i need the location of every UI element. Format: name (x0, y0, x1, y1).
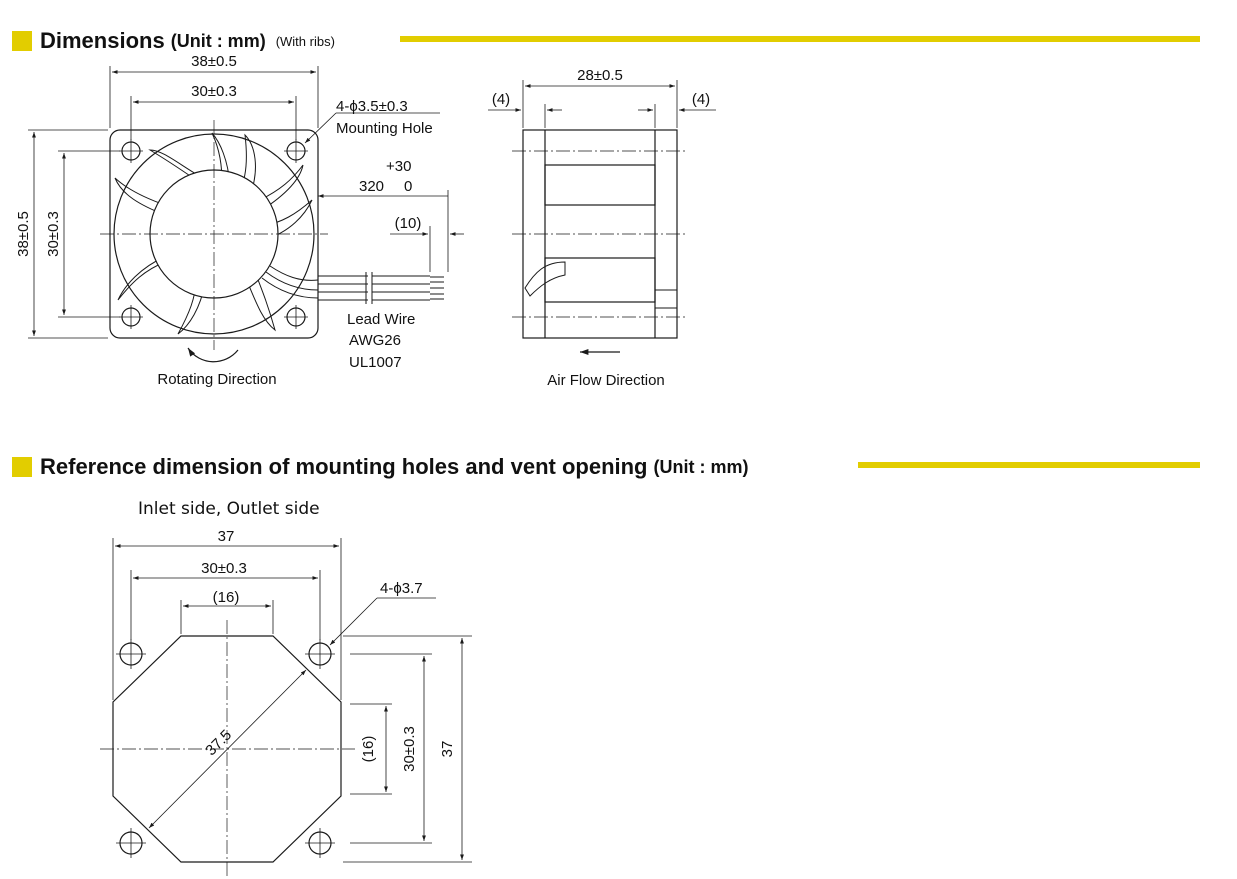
lead-awg-label: AWG26 (349, 332, 401, 349)
diagonal-dimension (148, 669, 307, 829)
rotation-arrow-icon (187, 347, 239, 363)
section-dimensions-header: Dimensions (Unit : mm) (With ribs) (12, 28, 335, 54)
section-reference-rule (858, 462, 1200, 468)
front-height-pitch-label: 30±0.3 (45, 211, 62, 257)
side-rib-right-label: (4) (692, 91, 710, 108)
section-dimensions-note: (With ribs) (275, 33, 335, 49)
fan-blades (114, 132, 313, 335)
ref-height-inner-label: (16) (360, 736, 377, 763)
side-dimensions (488, 80, 716, 128)
section-dimensions-title: Dimensions (40, 28, 165, 53)
front-labels: 38±0.5 30±0.3 38±0.5 30±0.3 4-ϕ3.5±0.3 M… (15, 53, 433, 388)
front-height-outer-label: 38±0.5 (15, 211, 32, 257)
airflow-direction-label: Air Flow Direction (547, 372, 665, 389)
front-dimensions (28, 66, 464, 339)
front-width-outer-label: 38±0.5 (191, 53, 237, 70)
side-depth-label: 28±0.5 (577, 67, 623, 84)
side-labels: 28±0.5 (4) (4) Air Flow Direction (492, 67, 710, 389)
strip-length-label: (10) (395, 215, 422, 232)
ref-width-outer-label: 37 (218, 528, 235, 545)
section-marker-icon (12, 457, 32, 477)
lead-tolerance-minus-label: 0 (404, 178, 412, 195)
lead-length-label: 320 (359, 178, 384, 195)
side-housing-bottom (544, 257, 656, 303)
front-view (28, 66, 464, 363)
reference-dimensions (112, 538, 472, 863)
lead-wire-label: Lead Wire (347, 311, 415, 328)
centerlines (100, 120, 328, 350)
ref-width-inner-label: (16) (213, 589, 240, 606)
side-housing-top (544, 164, 656, 206)
reference-labels: 37 30±0.3 (16) 4-ϕ3.7 37.5 (16) 30±0.3 3… (201, 528, 456, 772)
front-width-pitch-label: 30±0.3 (191, 83, 237, 100)
lead-ul-label: UL1007 (349, 354, 402, 371)
lead-wires (261, 265, 444, 304)
section-reference-title: Reference dimension of mounting holes an… (40, 454, 648, 479)
front-hole-name-label: Mounting Hole (336, 120, 433, 137)
ref-hole-spec-label: 4-ϕ3.7 (380, 580, 423, 597)
reference-view (100, 538, 472, 879)
lead-tolerance-plus-label: +30 (386, 158, 411, 175)
ref-height-pitch-label: 30±0.3 (401, 726, 418, 772)
side-centerlines (512, 150, 688, 318)
section-reference-header: Reference dimension of mounting holes an… (12, 454, 748, 480)
section-reference-unit: (Unit : mm) (653, 456, 749, 477)
section-dimensions-unit: (Unit : mm) (170, 30, 266, 51)
rotating-direction-label: Rotating Direction (157, 371, 276, 388)
side-rib-left-label: (4) (492, 91, 510, 108)
ref-height-outer-label: 37 (439, 741, 456, 758)
vent-opening-octagon (112, 635, 342, 863)
side-wire-bundle (524, 261, 566, 297)
reference-subtitle: Inlet side, Outlet side (138, 499, 320, 519)
side-view (488, 80, 716, 355)
ref-width-pitch-label: 30±0.3 (201, 560, 247, 577)
mounting-holes (119, 139, 308, 329)
section-marker-icon (12, 31, 32, 51)
front-hole-spec-label: 4-ϕ3.5±0.3 (336, 98, 408, 115)
ref-diagonal-label: 37.5 (202, 726, 235, 759)
section-dimensions-rule (400, 36, 1200, 42)
reference-holes (116, 639, 335, 858)
